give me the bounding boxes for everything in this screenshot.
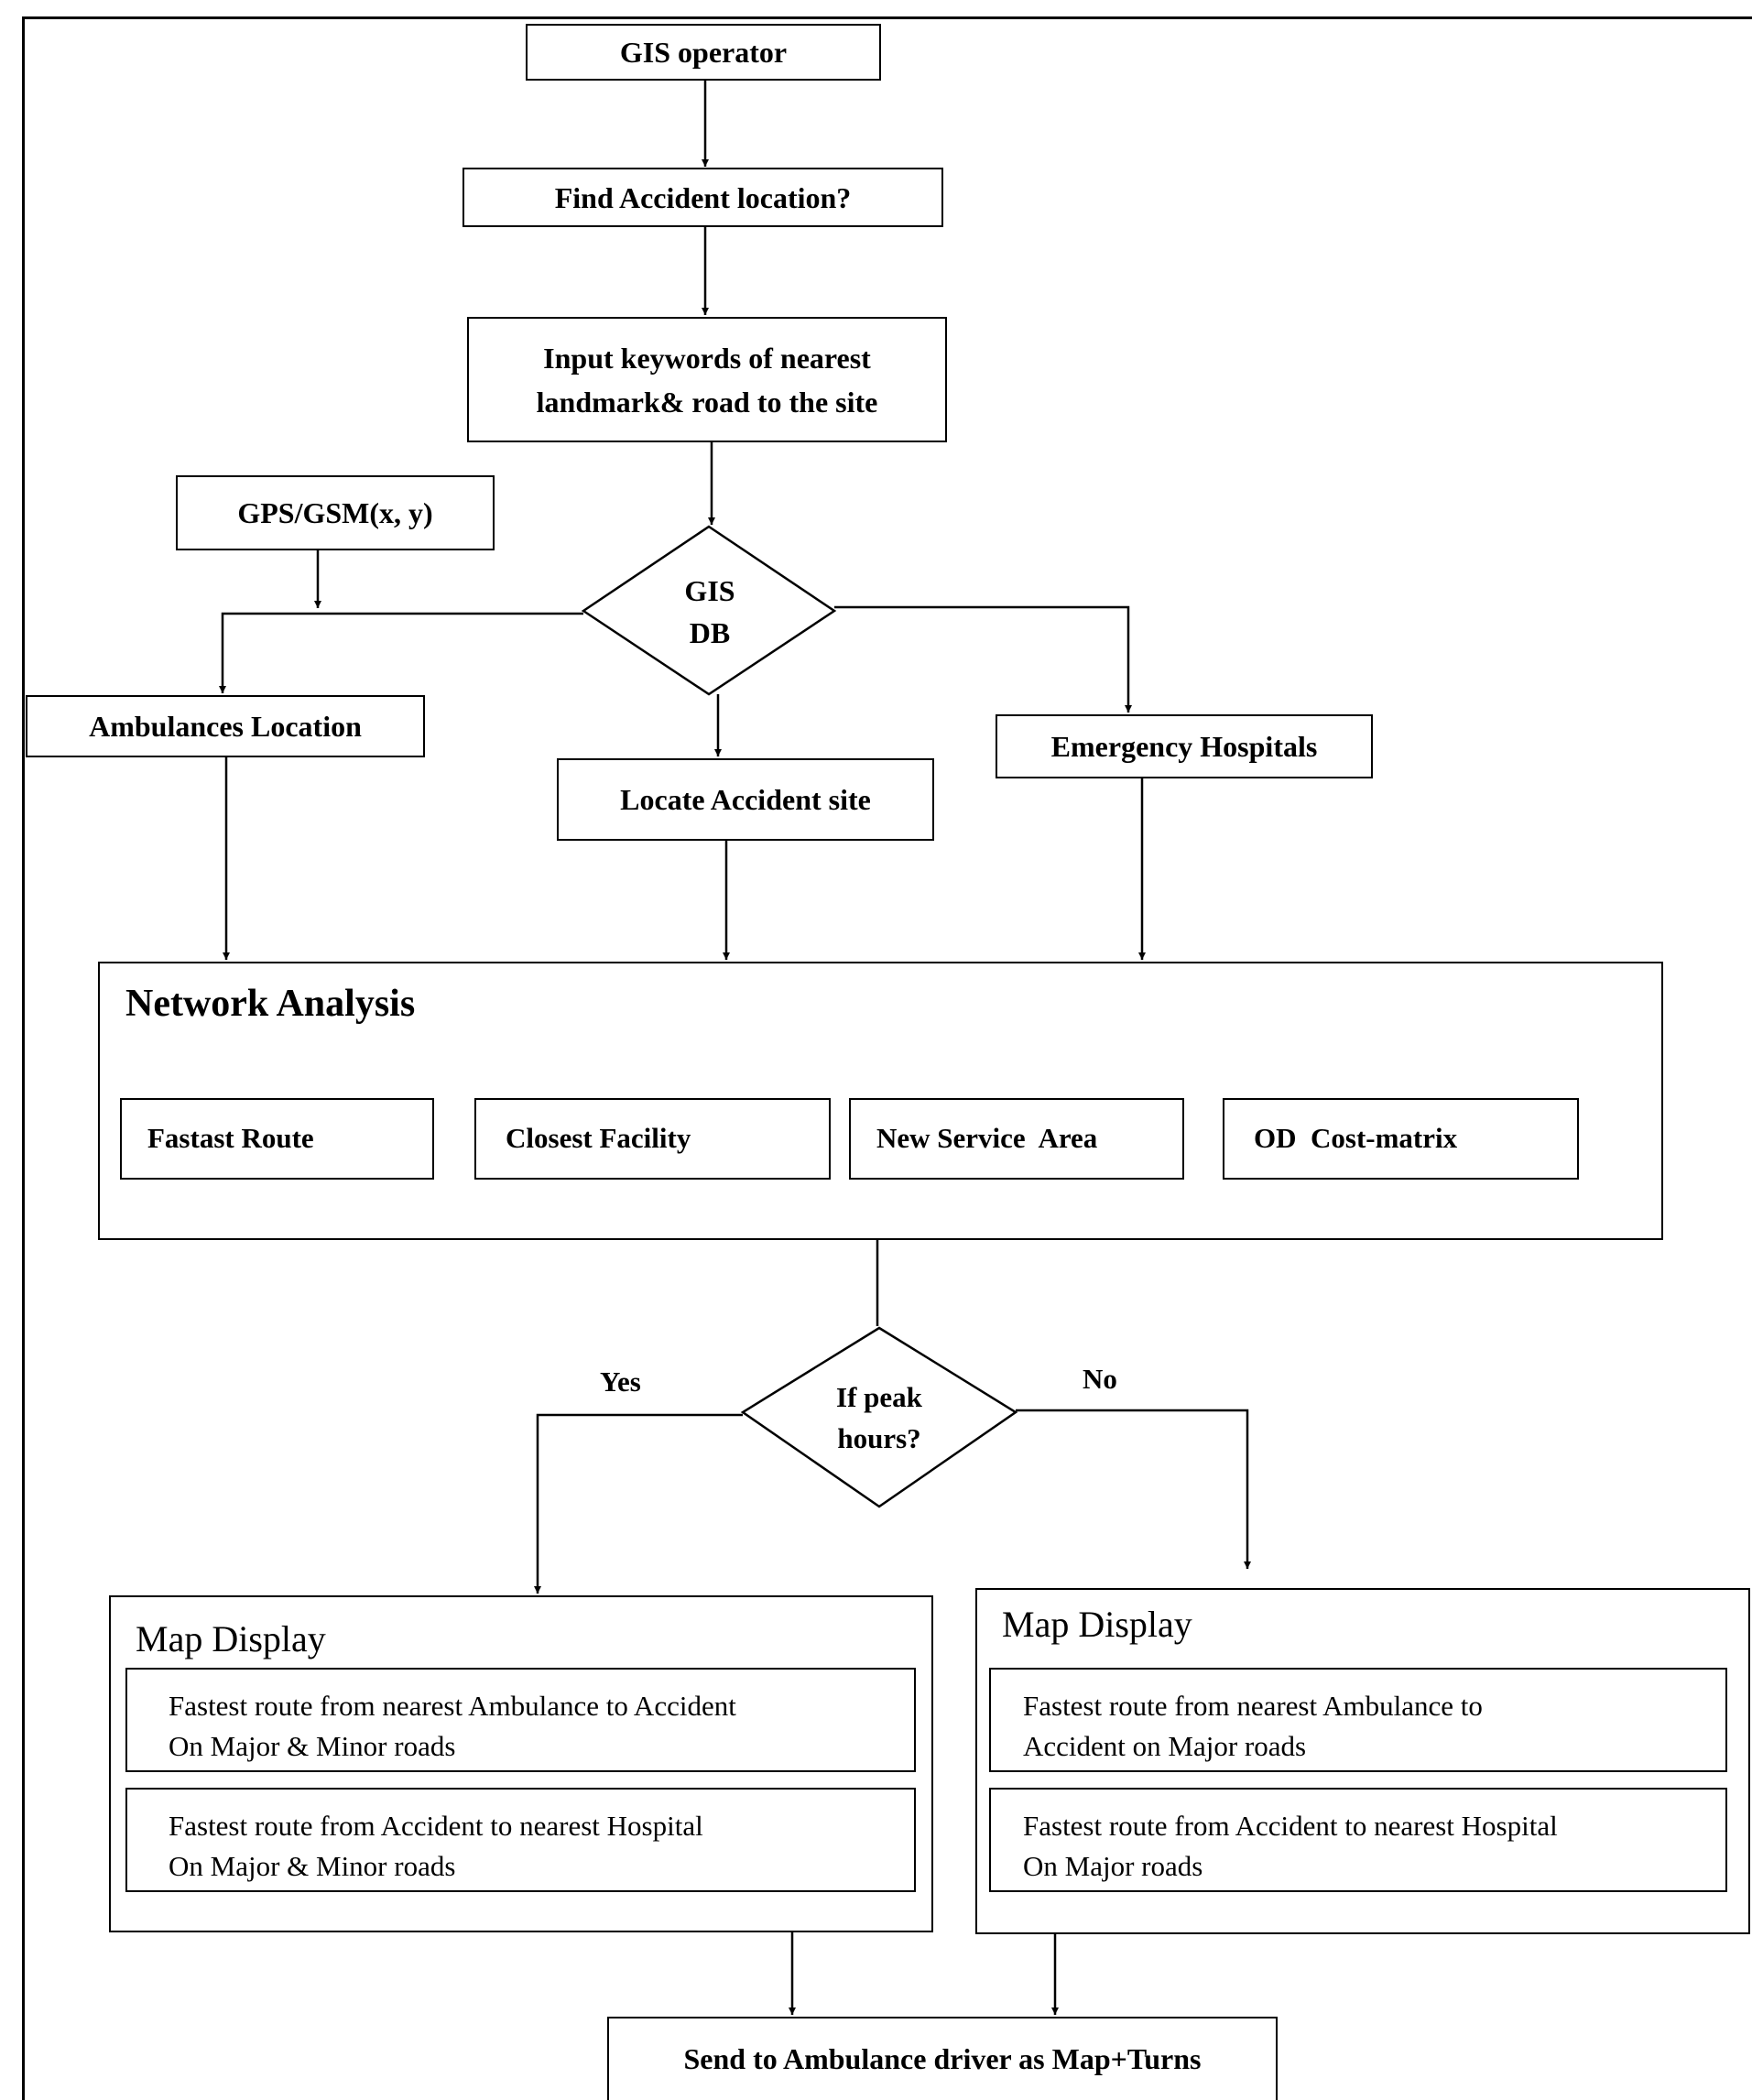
right-route-ambulance-line2: Accident on Major roads	[1023, 1730, 1307, 1763]
gis-operator-label: GIS operator	[619, 36, 788, 69]
send-to-driver-box: Send to Ambulance driver as Map+Turns	[607, 2017, 1278, 2100]
right-route-ambulance-box: Fastest route from nearest Ambulance to …	[989, 1668, 1727, 1772]
no-branch-label: No	[1083, 1363, 1117, 1395]
network-analysis-title: Network Analysis	[125, 983, 416, 1025]
ambulances-location-label: Ambulances Location	[89, 710, 362, 743]
edge-gisdb-to-hospitals	[834, 605, 1132, 713]
locate-accident-label: Locate Accident site	[620, 783, 871, 816]
ambulances-location-box: Ambulances Location	[26, 695, 425, 757]
left-route-hospital-box: Fastest route from Accident to nearest H…	[125, 1788, 916, 1892]
od-cost-matrix-label: OD Cost-matrix	[1254, 1122, 1458, 1155]
input-keywords-line1: Input keywords of nearest	[543, 341, 871, 375]
gis-db-line1: GIS	[684, 574, 735, 607]
peak-hours-line1: If peak	[836, 1381, 922, 1413]
locate-accident-box: Locate Accident site	[557, 758, 934, 841]
send-to-driver-label: Send to Ambulance driver as Map+Turns	[683, 2042, 1202, 2075]
closest-facility-label: Closest Facility	[506, 1122, 691, 1155]
map-display-left-panel	[109, 1595, 933, 1932]
left-route-ambulance-box: Fastest route from nearest Ambulance to …	[125, 1668, 916, 1772]
left-route-hospital-line2: On Major & Minor roads	[169, 1850, 456, 1883]
left-route-hospital-line1: Fastest route from Accident to nearest H…	[169, 1810, 703, 1842]
right-route-hospital-line1: Fastest route from Accident to nearest H…	[1023, 1810, 1558, 1842]
find-accident-box: Find Accident location?	[462, 168, 943, 227]
peak-hours-diamond	[740, 1326, 1018, 1508]
peak-hours-line2: hours?	[837, 1421, 921, 1454]
yes-branch-label: Yes	[600, 1366, 641, 1398]
gis-db-label: GIS DB	[641, 570, 778, 655]
edge-gisdb-to-ambulances	[219, 612, 583, 693]
emergency-hospitals-box: Emergency Hospitals	[996, 714, 1373, 778]
map-display-right-panel	[975, 1588, 1750, 1934]
gps-gsm-box: GPS/GSM(x, y)	[176, 475, 495, 550]
closest-facility-box: Closest Facility	[474, 1098, 831, 1180]
outer-frame	[22, 16, 1752, 2100]
new-service-area-label: New Service Area	[876, 1122, 1098, 1155]
new-service-area-box: New Service Area	[849, 1098, 1184, 1180]
input-keywords-box: Input keywords of nearest landmark& road…	[467, 317, 947, 442]
right-route-hospital-line2: On Major roads	[1023, 1850, 1203, 1883]
right-route-hospital-box: Fastest route from Accident to nearest H…	[989, 1788, 1727, 1892]
gis-operator-box: GIS operator	[526, 24, 881, 81]
fastest-route-box: Fastast Route	[120, 1098, 434, 1180]
edge-peak-yes	[534, 1413, 743, 1594]
left-route-ambulance-line2: On Major & Minor roads	[169, 1730, 456, 1763]
od-cost-matrix-box: OD Cost-matrix	[1223, 1098, 1579, 1180]
map-display-left-title: Map Display	[136, 1618, 326, 1659]
input-keywords-line2: landmark& road to the site	[536, 385, 878, 419]
gis-db-line2: DB	[689, 616, 731, 650]
map-display-right-title: Map Display	[1002, 1604, 1192, 1645]
edge-peak-no	[1016, 1409, 1251, 1569]
left-route-ambulance-line1: Fastest route from nearest Ambulance to …	[169, 1690, 736, 1722]
find-accident-label: Find Accident location?	[554, 180, 852, 214]
gis-db-diamond	[581, 525, 837, 696]
gps-gsm-label: GPS/GSM(x, y)	[237, 496, 433, 529]
emergency-hospitals-label: Emergency Hospitals	[1050, 730, 1318, 763]
peak-hours-label: If peak hours?	[806, 1377, 952, 1460]
right-route-ambulance-line1: Fastest route from nearest Ambulance to	[1023, 1690, 1483, 1722]
fastest-route-label: Fastast Route	[147, 1122, 314, 1155]
